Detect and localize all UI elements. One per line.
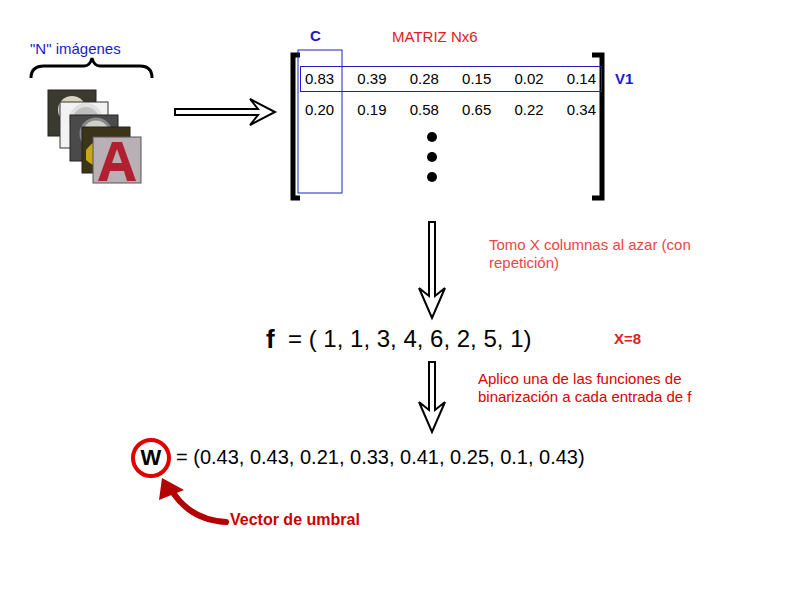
matrix-bracket	[293, 55, 300, 198]
callout-label: Vector de umbral	[230, 510, 360, 529]
vector-name: f	[266, 324, 275, 355]
flow-arrow	[419, 222, 445, 318]
curly-brace	[31, 58, 152, 78]
step-note: Tomo X columnas al azar (con repetición)	[489, 236, 717, 272]
flow-arrow	[175, 99, 275, 125]
ellipsis-dot	[427, 172, 437, 182]
row-label: V1	[615, 70, 633, 88]
flow-arrow	[419, 362, 445, 432]
symbol-circle: W	[130, 437, 172, 479]
vector-values: = ( 1, 1, 3, 4, 6, 2, 5, 1)	[288, 325, 531, 354]
image-tile	[93, 137, 141, 183]
circle-outline	[133, 440, 169, 476]
pointer-arrow	[174, 494, 226, 522]
matrix-row: 0.20 0.19 0.58 0.65 0.22 0.34	[305, 101, 596, 119]
vector-values: = (0.43, 0.43, 0.21, 0.33, 0.41, 0.25, 0…	[176, 445, 585, 469]
column-label: C	[310, 27, 321, 45]
row-box: 0.83 0.39 0.28 0.15 0.02 0.14V1	[300, 66, 602, 92]
parameter-note: X=8	[614, 330, 641, 348]
step-note: Aplico una de las funciones de binarizac…	[478, 370, 740, 406]
ellipsis-dot	[427, 132, 437, 142]
ellipsis-dot	[427, 152, 437, 162]
image-stack	[48, 90, 141, 183]
pointer-head	[159, 478, 184, 500]
matrix-title: MATRIZ Nx6	[392, 28, 478, 46]
matrix-row: 0.83 0.39 0.28 0.15 0.02 0.14	[305, 70, 596, 88]
group-label: "N" imágenes	[30, 40, 121, 58]
letter-glyph	[98, 142, 136, 181]
symbol-letter: W	[141, 447, 162, 469]
